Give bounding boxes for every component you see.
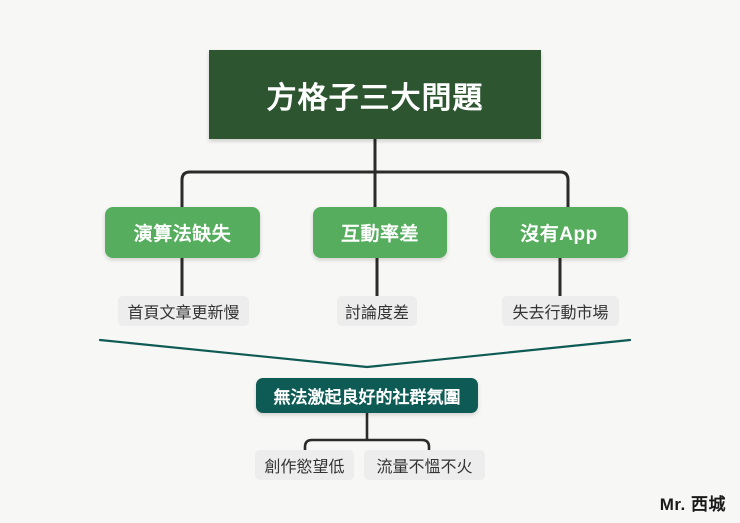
problem-node-engagement[interactable]: 互動率差 xyxy=(313,207,447,258)
outcome-node-lukewarm-traffic[interactable]: 流量不慍不火 xyxy=(364,450,485,480)
problem-node-algorithm[interactable]: 演算法缺失 xyxy=(105,207,260,258)
symptom-node-mobile-market[interactable]: 失去行動市場 xyxy=(502,296,619,326)
conclusion-node[interactable]: 無法激起良好的社群氛圍 xyxy=(256,378,478,413)
outcome-node-low-creation-desire[interactable]: 創作慾望低 xyxy=(255,450,354,480)
title-node[interactable]: 方格子三大問題 xyxy=(209,50,541,139)
connector-branch-bar xyxy=(180,170,570,209)
connector-bottom-branch xyxy=(303,438,431,452)
symptom-node-discussion[interactable]: 討論度差 xyxy=(337,296,417,326)
problem-node-no-app[interactable]: 沒有App xyxy=(490,207,628,258)
symptom-node-homepage-updates[interactable]: 首頁文章更新慢 xyxy=(118,296,249,326)
author-signature: Mr. 西城 xyxy=(659,495,726,514)
chevron-funnel xyxy=(98,338,632,369)
